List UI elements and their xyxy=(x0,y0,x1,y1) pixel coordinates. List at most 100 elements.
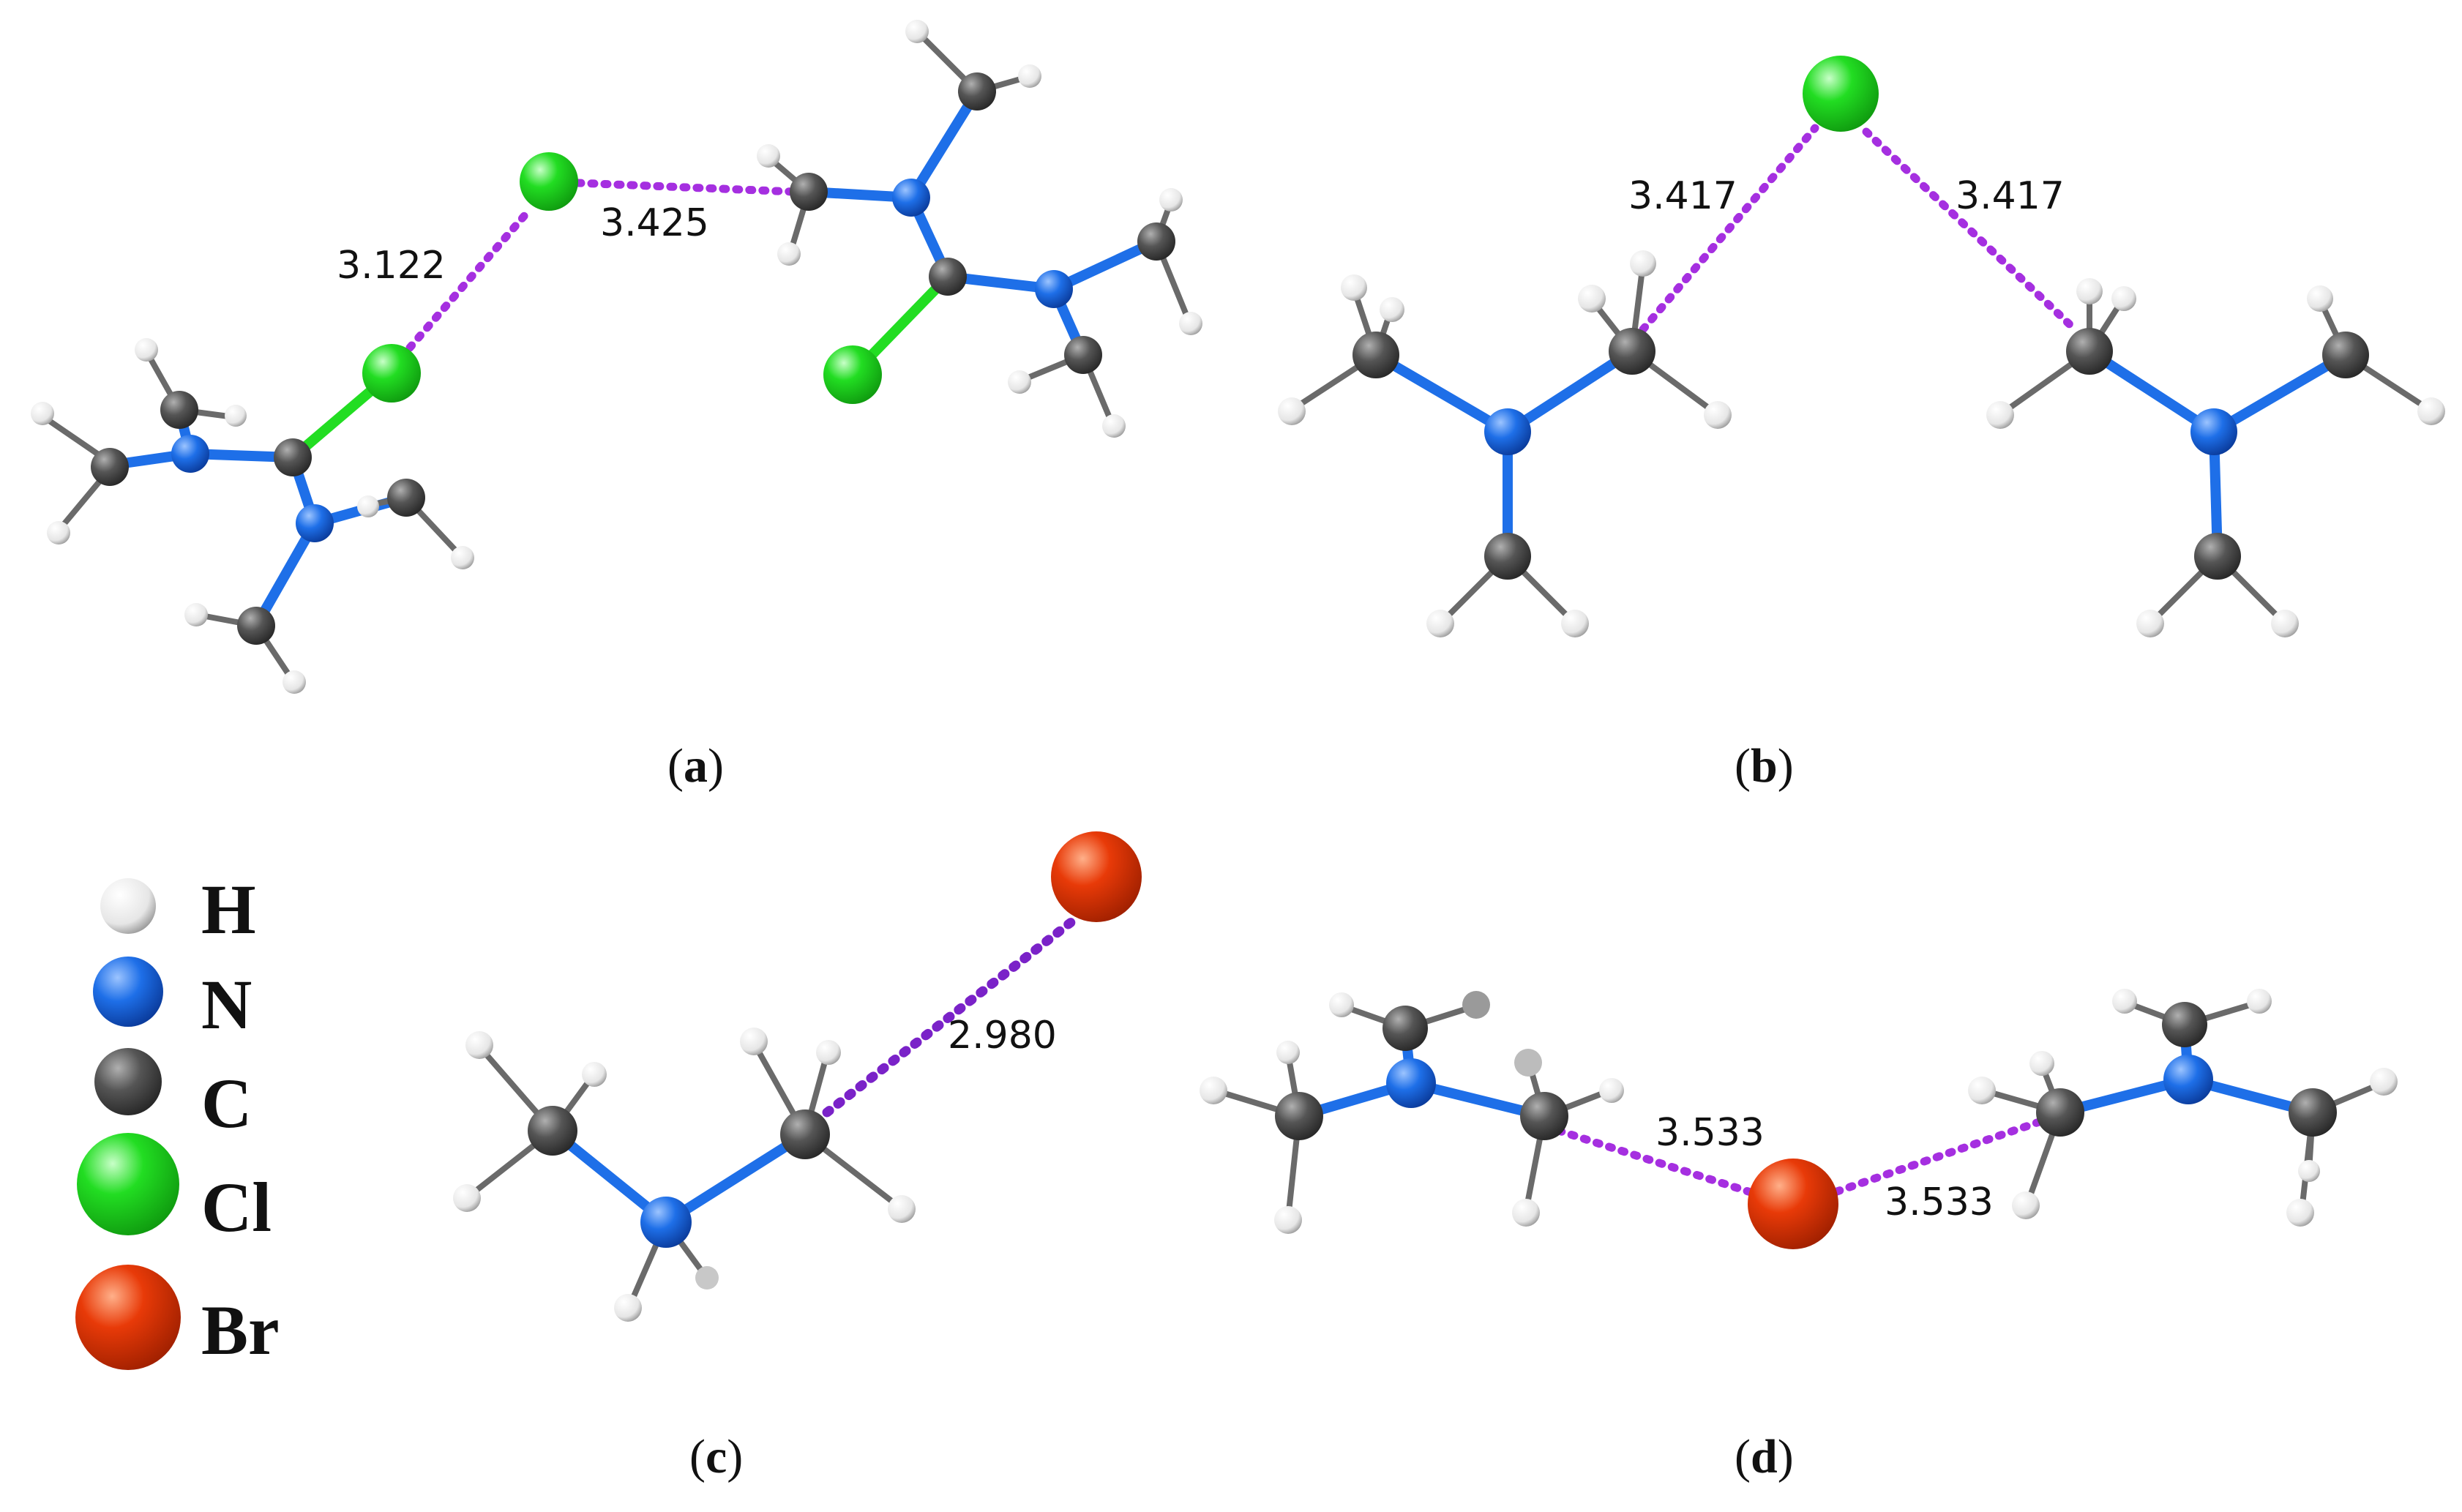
carbon-atom xyxy=(387,479,425,517)
hydrogen-atom xyxy=(1276,1041,1300,1064)
carbon-atom xyxy=(1137,222,1175,261)
hydrogen-atom xyxy=(1599,1078,1624,1103)
nitrogen-atom xyxy=(2163,1055,2213,1104)
hydrogen-atom xyxy=(2247,989,2272,1014)
carbon-atom xyxy=(274,438,312,476)
hydrogen-atom xyxy=(1704,401,1732,429)
legend-label-br: Br xyxy=(201,1291,280,1369)
hydrogen-atom xyxy=(184,603,208,626)
contact-line-b-2 xyxy=(1862,127,2079,334)
hydrogen-atom-icon xyxy=(100,878,156,934)
hydrogen-atom xyxy=(1578,285,1606,312)
hydrogen-atom xyxy=(451,546,474,569)
distance-label: 3.122 xyxy=(337,244,446,288)
panel-a-contacts xyxy=(405,179,798,352)
hydrogen-atom xyxy=(453,1184,481,1212)
hydrogen-atom xyxy=(905,20,929,43)
contact-line-a-1 xyxy=(405,204,535,352)
hydrogen-atom xyxy=(47,521,70,544)
hydrogen-atom xyxy=(2012,1191,2040,1219)
hydrogen-atom xyxy=(2307,285,2333,312)
panel-label-b: (b) xyxy=(1735,739,1794,793)
hydrogen-atom xyxy=(357,495,379,517)
nitrogen-atom xyxy=(1035,270,1073,308)
nitrogen-atom xyxy=(1386,1058,1436,1108)
chlorine-atom xyxy=(823,345,882,404)
hydrogen-atom xyxy=(2286,1199,2314,1227)
panel-c-bonds xyxy=(465,1040,903,1309)
hydrogen-atom xyxy=(31,402,54,425)
hydrogen-atom xyxy=(465,1031,493,1059)
hydrogen-atom xyxy=(2271,610,2299,637)
hydrogen-atom xyxy=(2298,1160,2320,1182)
panel-b-bonds xyxy=(1289,261,2433,625)
nitrogen-atom xyxy=(171,435,209,473)
hydrogen-atom xyxy=(1968,1077,1996,1104)
contact-line-a-2 xyxy=(574,179,798,196)
carbon-atom xyxy=(1064,336,1102,374)
carbon-atom xyxy=(1520,1092,1568,1140)
legend-label-n: N xyxy=(201,965,252,1044)
atom-legend: H N C Cl Br xyxy=(75,870,280,1370)
legend-label-h: H xyxy=(201,870,256,948)
carbon-atom xyxy=(1352,332,1399,378)
hydrogen-atom xyxy=(1102,414,1126,438)
bromine-atom-icon xyxy=(75,1265,181,1370)
hydrogen-atom xyxy=(2112,989,2137,1014)
hydrogen-atom xyxy=(1462,991,1490,1019)
panel-label-c: (c) xyxy=(689,1430,743,1483)
carbon-atom-icon xyxy=(94,1048,162,1115)
hydrogen-atom xyxy=(2111,286,2136,311)
hydrogen-atom xyxy=(2417,397,2445,425)
nitrogen-atom xyxy=(296,504,334,542)
panel-a: 3.122 3.425 (a) xyxy=(31,20,1202,793)
carbon-atom xyxy=(2162,1002,2207,1047)
panel-b-atoms xyxy=(1278,56,2445,637)
hydrogen-atom xyxy=(1274,1206,1302,1234)
panel-a-atoms xyxy=(31,20,1202,694)
carbon-atom xyxy=(1484,533,1531,580)
hydrogen-atom xyxy=(2076,278,2103,304)
carbon-atom xyxy=(929,258,967,296)
legend-label-c: C xyxy=(201,1064,252,1142)
hydrogen-atom xyxy=(582,1062,607,1087)
carbon-atom xyxy=(1382,1006,1428,1051)
carbon-atom xyxy=(2289,1088,2337,1137)
chlorine-atom xyxy=(362,344,421,403)
bromine-atom xyxy=(1051,831,1142,922)
panel-d: 3.533 3.533 (d) xyxy=(1200,989,2398,1483)
panel-d-atoms xyxy=(1200,989,2398,1249)
bromine-atom xyxy=(1748,1159,1838,1249)
nitrogen-atom xyxy=(1484,408,1531,455)
chlorine-atom xyxy=(520,152,578,211)
carbon-atom xyxy=(528,1106,577,1156)
carbon-atom xyxy=(2036,1088,2084,1137)
carbon-atom xyxy=(1275,1092,1323,1140)
hydrogen-atom xyxy=(1341,274,1367,301)
hydrogen-atom xyxy=(695,1266,719,1290)
hydrogen-atom xyxy=(740,1028,768,1055)
carbon-atom xyxy=(2322,332,2369,378)
distance-label: 3.417 xyxy=(1956,174,2065,218)
carbon-atom xyxy=(1609,328,1655,375)
panel-a-bonds xyxy=(41,30,1192,684)
carbon-atom xyxy=(160,391,198,429)
distance-label: 2.980 xyxy=(948,1014,1057,1058)
hydrogen-atom xyxy=(1512,1199,1540,1227)
carbon-atom xyxy=(91,448,129,486)
carbon-atom xyxy=(790,173,828,211)
hydrogen-atom xyxy=(1514,1049,1542,1077)
hydrogen-atom xyxy=(1630,250,1656,277)
hydrogen-atom xyxy=(135,338,158,362)
contact-line-c-1 xyxy=(822,913,1081,1118)
nitrogen-atom xyxy=(892,179,930,217)
chlorine-atom-icon xyxy=(77,1133,179,1235)
hydrogen-atom xyxy=(1179,312,1202,335)
hydrogen-atom xyxy=(757,144,780,168)
distance-label: 3.417 xyxy=(1628,174,1737,218)
hydrogen-atom xyxy=(283,670,306,694)
nitrogen-atom-icon xyxy=(93,957,163,1027)
panel-b: 3.417 3.417 (b) xyxy=(1278,56,2445,793)
panel-d-contacts xyxy=(1554,1115,2050,1197)
